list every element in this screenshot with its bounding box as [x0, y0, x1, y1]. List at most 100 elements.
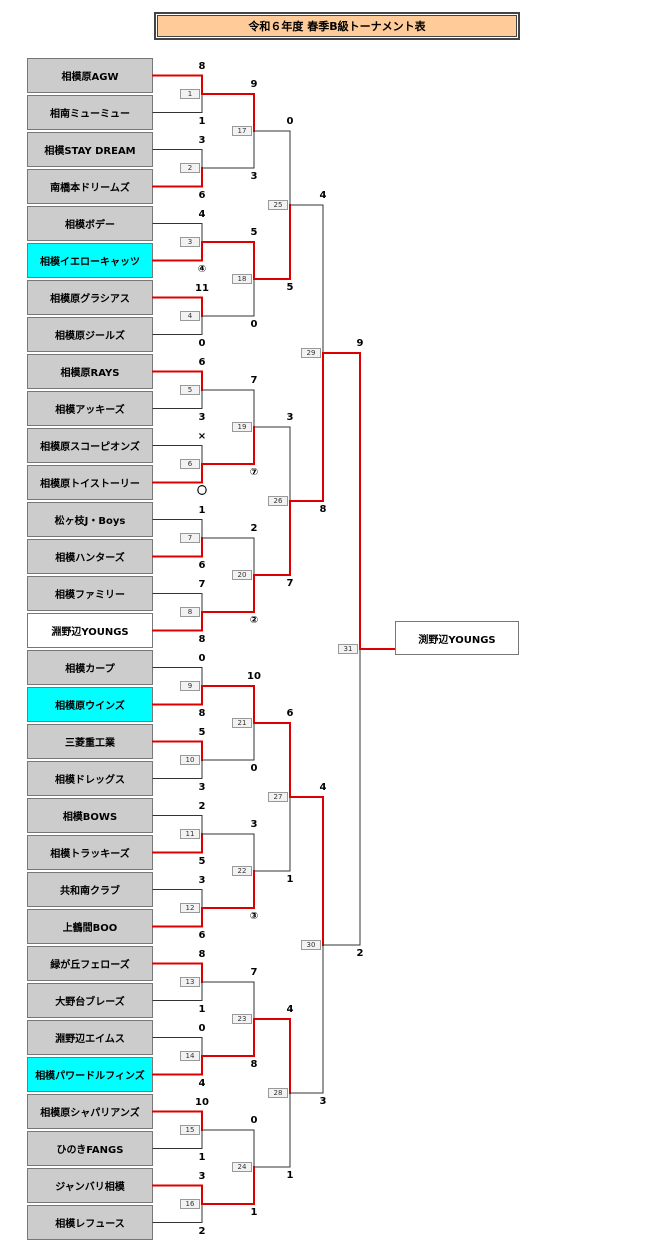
- match-number: 16: [180, 1199, 200, 1209]
- match-number: 31: [338, 644, 358, 654]
- score-label: 1: [250, 1207, 258, 1218]
- team-box: 淵野辺YOUNGS: [27, 613, 153, 648]
- score-label: 6: [198, 356, 206, 368]
- score-label: 8: [250, 1059, 258, 1070]
- score-label: 1: [198, 1151, 206, 1163]
- match-number: 29: [301, 348, 321, 358]
- score-label: 10: [195, 1096, 209, 1108]
- score-label: 4: [286, 1004, 294, 1015]
- score-label: 8: [319, 504, 327, 515]
- score-label: ②: [249, 615, 259, 626]
- match-number: 20: [232, 570, 252, 580]
- score-label: 5: [250, 227, 258, 238]
- score-label: 9: [250, 79, 258, 90]
- score-label: 5: [198, 726, 206, 738]
- team-box: 相模原AGW: [27, 58, 153, 93]
- match-number: 11: [180, 829, 200, 839]
- score-label: 8: [198, 633, 206, 645]
- score-label: 3: [250, 171, 258, 182]
- team-box: ひのきFANGS: [27, 1131, 153, 1166]
- match-number: 9: [180, 681, 200, 691]
- team-box: 相模原スコーピオンズ: [27, 428, 153, 463]
- team-box: 三菱重工業: [27, 724, 153, 759]
- match-number: 3: [180, 237, 200, 247]
- score-label: 〇: [197, 485, 207, 497]
- score-label: 1: [198, 1003, 206, 1015]
- match-number: 28: [268, 1088, 288, 1098]
- team-box: 相模原シャパリアンズ: [27, 1094, 153, 1129]
- score-label: 6: [286, 708, 294, 719]
- team-box: 大野台ブレーズ: [27, 983, 153, 1018]
- score-label: 7: [198, 578, 206, 590]
- score-label: 1: [198, 115, 206, 127]
- score-label: 0: [198, 1022, 206, 1034]
- team-box: 共和南クラブ: [27, 872, 153, 907]
- score-label: 3: [250, 819, 258, 830]
- team-box: 相模アッキーズ: [27, 391, 153, 426]
- score-label: 2: [198, 800, 206, 812]
- score-label: 0: [250, 1115, 258, 1126]
- team-box: ジャンバリ相模: [27, 1168, 153, 1203]
- score-label: 2: [198, 1225, 206, 1237]
- score-label: 8: [198, 948, 206, 960]
- score-label: 3: [198, 411, 206, 423]
- match-number: 25: [268, 200, 288, 210]
- score-label: ③: [249, 911, 259, 922]
- team-box: 相南ミューミュー: [27, 95, 153, 130]
- match-number: 7: [180, 533, 200, 543]
- score-label: 5: [198, 855, 206, 867]
- score-label: ⑦: [249, 467, 259, 478]
- match-number: 24: [232, 1162, 252, 1172]
- match-number: 18: [232, 274, 252, 284]
- score-label: 4: [319, 782, 327, 793]
- score-label: 4: [198, 1077, 206, 1089]
- team-box: 上鶴間BOO: [27, 909, 153, 944]
- score-label: 3: [319, 1096, 327, 1107]
- match-number: 4: [180, 311, 200, 321]
- score-label: 4: [198, 208, 206, 220]
- match-number: 23: [232, 1014, 252, 1024]
- match-number: 27: [268, 792, 288, 802]
- score-label: 3: [198, 1170, 206, 1182]
- score-label: 6: [198, 189, 206, 201]
- team-box: 相模パワードルフィンズ: [27, 1057, 153, 1092]
- score-label: 6: [198, 929, 206, 941]
- score-label: 9: [356, 338, 364, 349]
- score-label: 2: [356, 948, 364, 959]
- team-box: 相模原グラシアス: [27, 280, 153, 315]
- team-box: 相模ドレッグス: [27, 761, 153, 796]
- match-number: 5: [180, 385, 200, 395]
- match-number: 21: [232, 718, 252, 728]
- team-box: 相模STAY DREAM: [27, 132, 153, 167]
- score-label: 7: [250, 967, 258, 978]
- match-number: 15: [180, 1125, 200, 1135]
- match-number: 19: [232, 422, 252, 432]
- match-number: 14: [180, 1051, 200, 1061]
- score-label: 7: [250, 375, 258, 386]
- team-box: 相模ファミリー: [27, 576, 153, 611]
- team-box: 淵野辺エイムス: [27, 1020, 153, 1055]
- score-label: 5: [286, 282, 294, 293]
- score-label: 6: [198, 559, 206, 571]
- team-box: 相模イエローキャッツ: [27, 243, 153, 278]
- match-number: 1: [180, 89, 200, 99]
- score-label: 11: [195, 282, 209, 294]
- score-label: 8: [198, 707, 206, 719]
- team-box: 相模レフュース: [27, 1205, 153, 1240]
- score-label: 2: [250, 523, 258, 534]
- champion-box: 渕野辺YOUNGS: [395, 621, 519, 655]
- score-label: 0: [250, 763, 258, 774]
- score-label: 8: [198, 60, 206, 72]
- match-number: 10: [180, 755, 200, 765]
- score-label: 1: [198, 504, 206, 516]
- score-label: 0: [198, 337, 206, 349]
- match-number: 8: [180, 607, 200, 617]
- score-label: 0: [198, 652, 206, 664]
- score-label: 3: [198, 874, 206, 886]
- score-label: 0: [286, 116, 294, 127]
- page-title: 令和６年度 春季B級トーナメント表: [154, 12, 520, 40]
- match-number: 6: [180, 459, 200, 469]
- team-box: 相模ボデー: [27, 206, 153, 241]
- score-label: 10: [247, 671, 261, 682]
